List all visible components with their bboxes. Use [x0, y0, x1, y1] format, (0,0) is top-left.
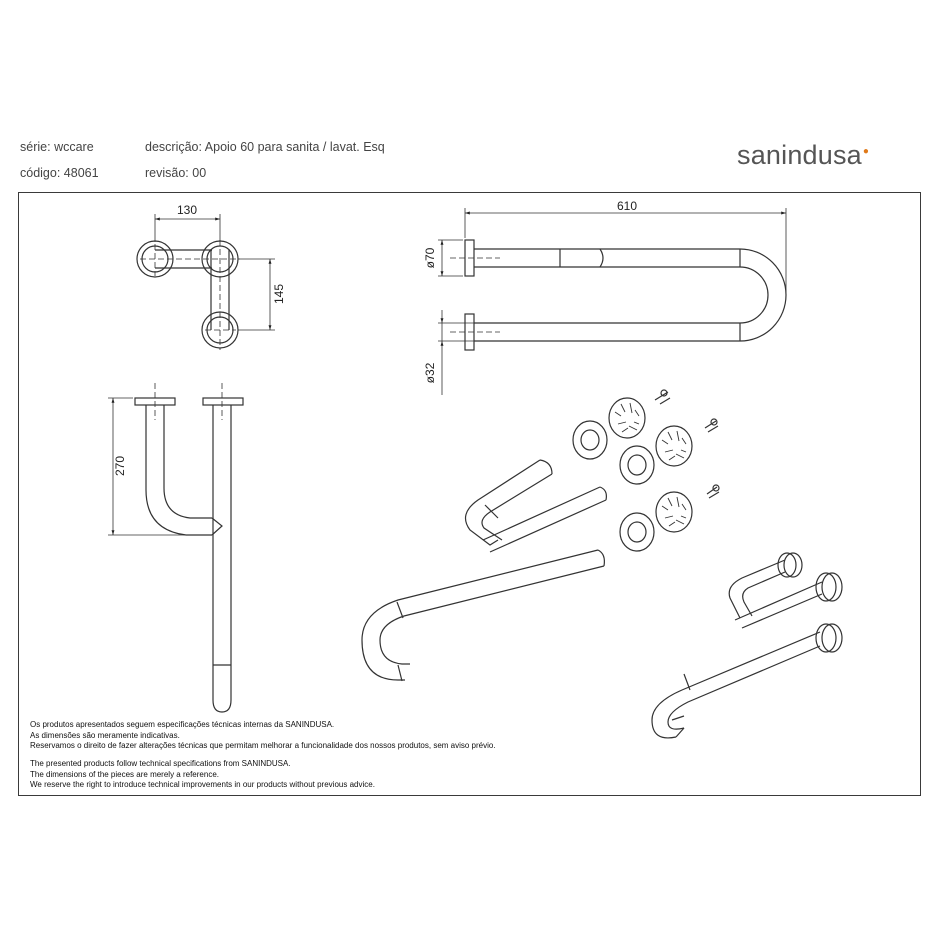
backplate-texture — [614, 402, 687, 527]
serie-label: série: — [20, 140, 51, 154]
disclaimer-line: We reserve the right to introduce techni… — [30, 780, 375, 789]
revisao-field: revisão: 00 — [145, 166, 206, 180]
brand-name-light: san — [737, 140, 782, 170]
revisao-value: 00 — [192, 166, 207, 180]
serie-value: wccare — [54, 140, 94, 154]
disclaimer-line: The dimensions of the pieces are merely … — [30, 769, 219, 779]
dim-top-width: 130 — [177, 203, 197, 217]
revisao-label: revisão: — [145, 166, 189, 180]
dim-top-depth: 145 — [272, 284, 286, 304]
dim-tube-diameter: ø32 — [423, 362, 437, 383]
disclaimer-pt: Os produtos apresentados seguem especifi… — [30, 720, 496, 752]
brand-name-bold: indusa — [781, 140, 862, 170]
dim-overall-length: 610 — [617, 199, 637, 213]
brand-accent-icon: ● — [862, 146, 870, 157]
disclaimer-line: The presented products follow technical … — [30, 759, 291, 768]
side-view — [108, 383, 244, 713]
disclaimer-line: As dimensões são meramente indicativas. — [30, 730, 180, 740]
disclaimer-en: The presented products follow technical … — [30, 759, 375, 791]
disclaimer-line: Reservamos o direito de fazer alterações… — [30, 741, 496, 750]
descricao-value: Apoio 60 para sanita / lavat. Esq — [204, 140, 385, 154]
descricao-label: descrição: — [145, 140, 202, 154]
codigo-field: código: 48061 — [20, 166, 99, 180]
codigo-label: código: — [20, 166, 61, 180]
exploded-view — [361, 389, 720, 682]
descricao-field: descrição: Apoio 60 para sanita / lavat.… — [145, 140, 385, 154]
drawing-frame — [18, 192, 921, 796]
assembled-view — [651, 552, 843, 739]
dim-side-height: 270 — [113, 456, 127, 476]
dim-flange-diameter: ø70 — [423, 247, 437, 268]
disclaimer-line: Os produtos apresentados seguem especifi… — [30, 720, 335, 729]
top-view — [136, 214, 275, 350]
brand-logo: sanindusa● — [737, 140, 869, 171]
codigo-value: 48061 — [63, 166, 99, 180]
serie-field: série: wccare — [20, 140, 94, 154]
front-view — [438, 208, 787, 395]
